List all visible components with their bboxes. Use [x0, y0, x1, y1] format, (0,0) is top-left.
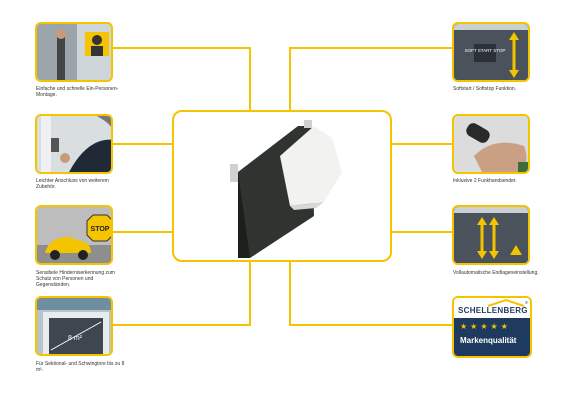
roof-icon	[487, 298, 525, 307]
caption-endposition: Vollautomatische Endlageneinstellung.	[453, 270, 539, 276]
endposition-image	[454, 207, 528, 263]
softstart-label: SOFT START STOP	[465, 48, 506, 53]
brand-quality-label: Markenqualität	[460, 336, 517, 345]
gate-size-image: 8 m²	[37, 298, 111, 354]
tile-installation	[35, 22, 113, 82]
remote-control-image	[454, 116, 528, 172]
tile-endposition	[452, 205, 530, 265]
brand-header: SCHELLENBERG ®	[454, 298, 530, 318]
product-panel	[172, 110, 392, 262]
tile-obstacle: STOP	[35, 205, 113, 265]
area-label: 8 m²	[68, 335, 83, 342]
caption-remote: Inklusive 2 Funkhandsender.	[453, 178, 517, 184]
caption-softstart: Softstart / Softstop Funktion.	[453, 86, 517, 92]
tile-accessories	[35, 114, 113, 174]
brand-name: SCHELLENBERG	[458, 306, 528, 315]
registered-mark: ®	[525, 300, 528, 305]
brand-quality-panel: ★★★★★ Markenqualität	[454, 318, 530, 356]
garage-opener-motor-image	[230, 120, 342, 258]
accessories-image	[37, 116, 111, 172]
brand-badge: SCHELLENBERG ® ★★★★★ Markenqualität	[452, 296, 532, 358]
tile-gate-size: 8 m²	[35, 296, 113, 356]
softstart-image: SOFT START STOP	[454, 24, 528, 80]
installation-image	[37, 24, 111, 80]
caption-installation: Einfache und schnelle Ein-Personen-Monta…	[36, 86, 119, 98]
tile-softstart: SOFT START STOP	[452, 22, 530, 82]
caption-obstacle: Sensibele Hinderniserkennung zum Schutz …	[36, 270, 115, 288]
caption-accessories: Leichter Anschluss von weiterem Zubehör.	[36, 178, 109, 190]
rating-stars-icon: ★★★★★	[460, 322, 511, 331]
caption-gate-size: Für Sektional- und Schwingtore bis zu 8 …	[36, 361, 125, 373]
stop-sign-text: STOP	[91, 226, 110, 233]
tile-remote	[452, 114, 530, 174]
obstacle-image: STOP	[37, 207, 111, 263]
